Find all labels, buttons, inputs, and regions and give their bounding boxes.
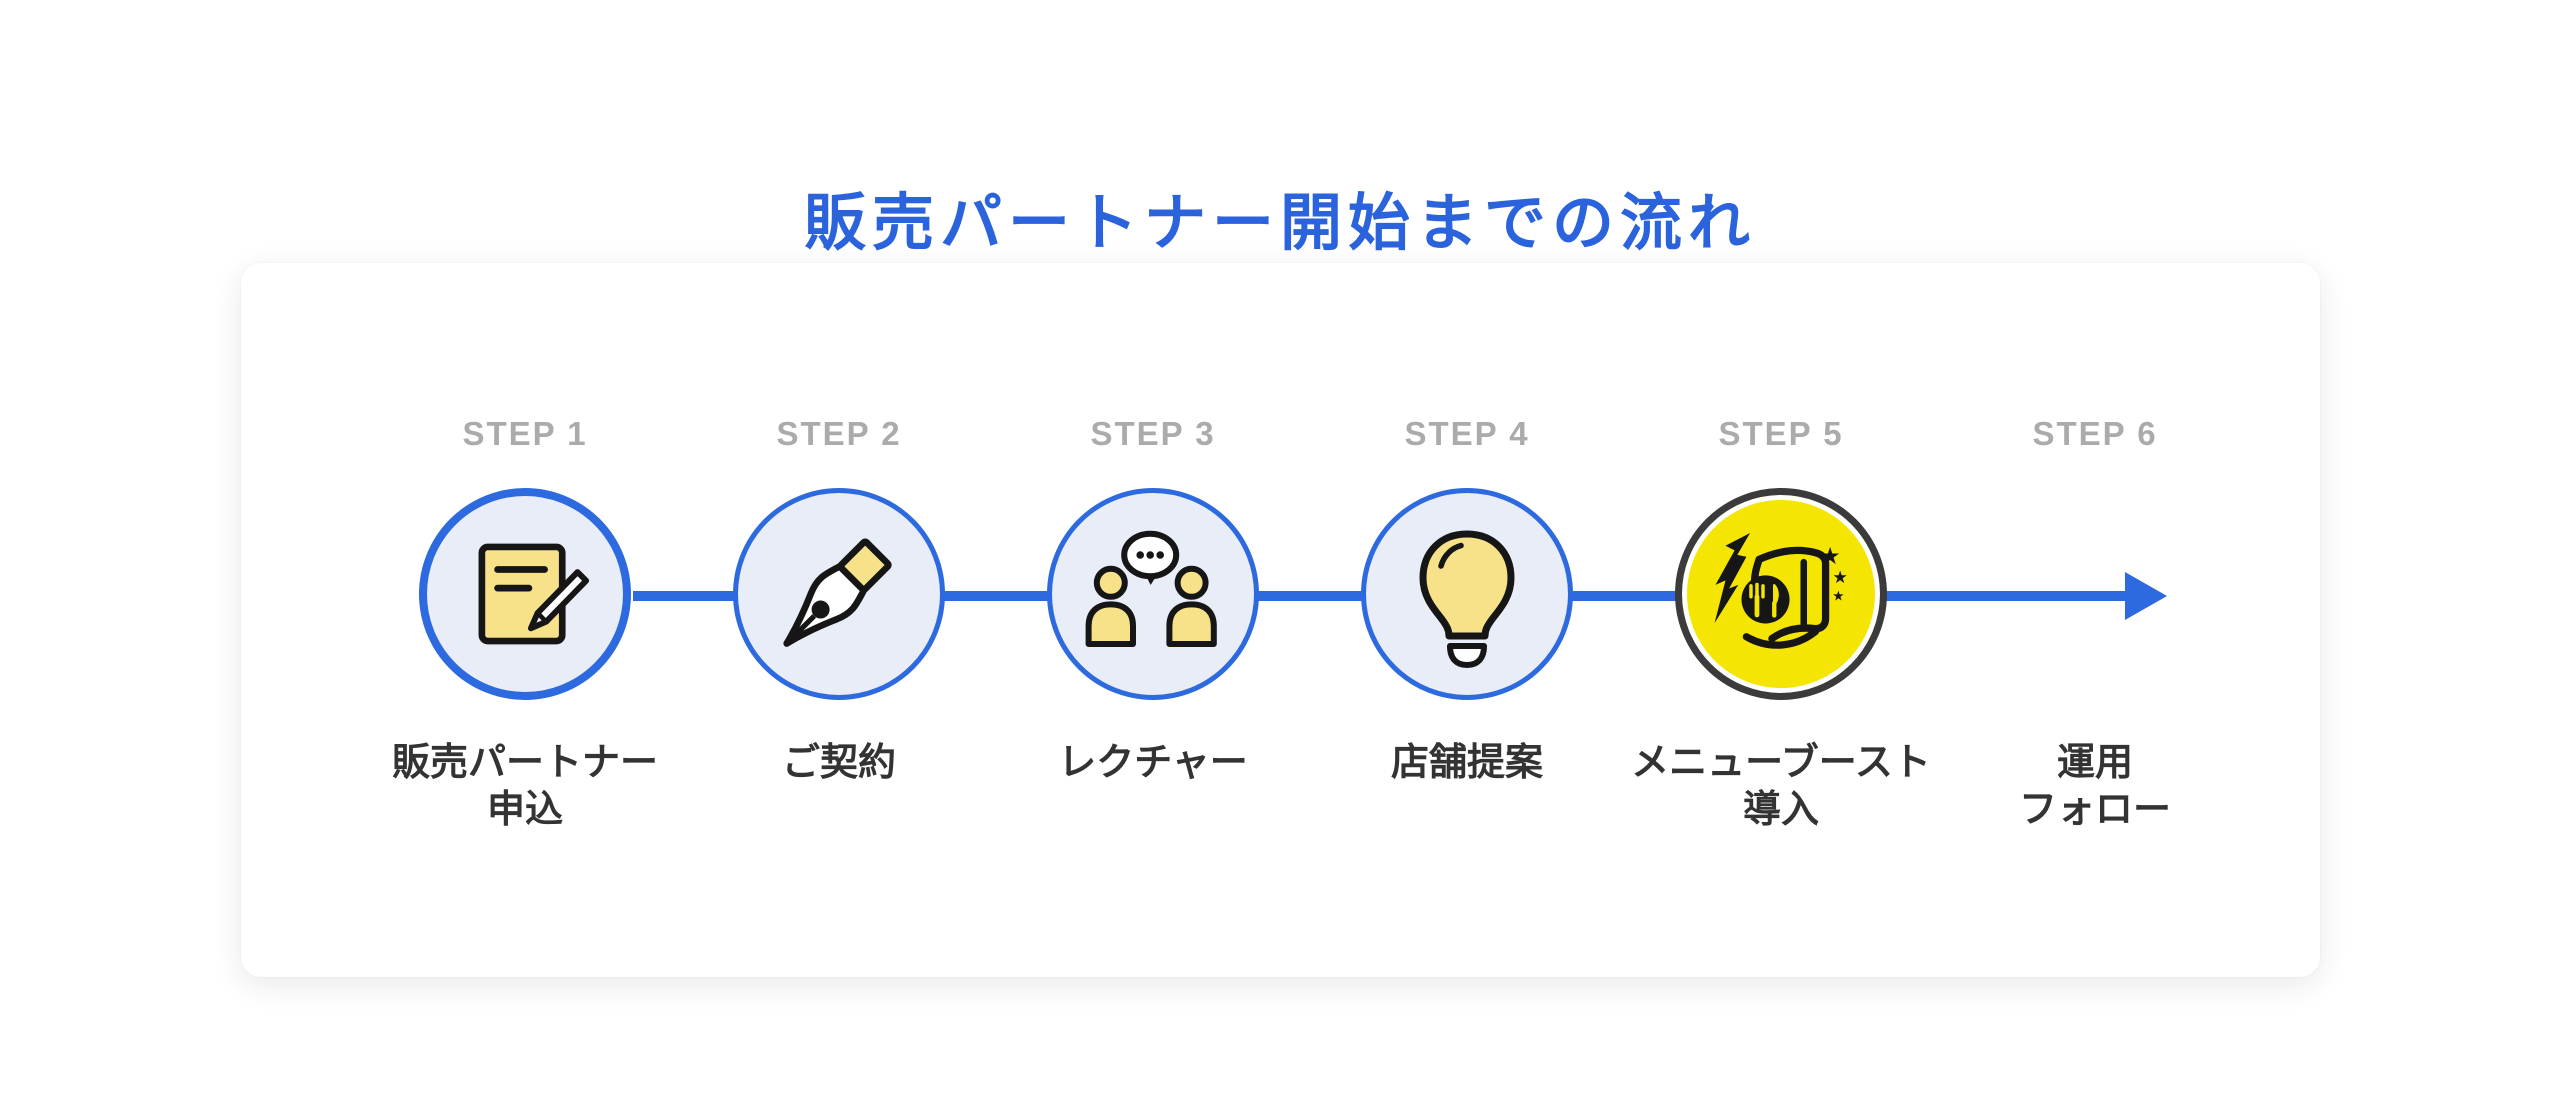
flow-step-5: STEP 5 bbox=[1561, 413, 2001, 834]
step-number-label: STEP 2 bbox=[776, 415, 902, 452]
step-name-label: メニューブースト 導入 bbox=[1631, 742, 1931, 831]
flow-panel: STEP 1 販売パートナー 申込 STEP 2 bbox=[241, 263, 2320, 977]
step-circle-highlighted: ★ ★ ★ bbox=[1675, 488, 1887, 700]
step-circle bbox=[1047, 488, 1259, 700]
step-name-label: レクチャー bbox=[1058, 742, 1248, 784]
pen-nib-icon bbox=[783, 538, 892, 647]
flow-step-4: STEP 4 店舗提案 bbox=[1247, 413, 1687, 787]
step-number-label: STEP 3 bbox=[1090, 415, 1216, 452]
flow-step-1: STEP 1 販売パートナー 申込 bbox=[305, 413, 745, 834]
menu-boost-logo: ★ ★ ★ bbox=[1714, 533, 1848, 649]
svg-text:★: ★ bbox=[1832, 588, 1844, 604]
flow-step-3: STEP 3 レクチャー bbox=[933, 413, 1373, 787]
step-circle bbox=[419, 488, 631, 700]
step-number-label: STEP 5 bbox=[1718, 415, 1844, 452]
people-chat-icon bbox=[1085, 530, 1217, 647]
flow-step-6: STEP 6 運用 フォロー bbox=[1875, 413, 2315, 834]
flow-step-2: STEP 2 ご契約 bbox=[619, 413, 1059, 787]
step-name-label: 店舗提案 bbox=[1390, 742, 1543, 784]
step-name-label: 運用 フォロー bbox=[2018, 742, 2171, 831]
step-name-label: 販売パートナー 申込 bbox=[391, 742, 658, 831]
step-number-label: STEP 6 bbox=[2032, 415, 2158, 452]
step-number-label: STEP 1 bbox=[462, 415, 588, 452]
step-circle-placeholder bbox=[1989, 488, 2201, 700]
step-number-label: STEP 4 bbox=[1404, 415, 1530, 452]
step-name-label: ご契約 bbox=[781, 742, 896, 784]
svg-text:★: ★ bbox=[1832, 568, 1848, 588]
memo-pencil-icon bbox=[478, 543, 590, 645]
flow-arrow-icon bbox=[2125, 572, 2167, 620]
page-title: 販売パートナー開始までの流れ bbox=[803, 188, 1756, 258]
lightbulb-icon bbox=[1419, 530, 1515, 668]
step-circle bbox=[1361, 488, 1573, 700]
step-circle bbox=[733, 488, 945, 700]
svg-text:★: ★ bbox=[1820, 542, 1841, 570]
